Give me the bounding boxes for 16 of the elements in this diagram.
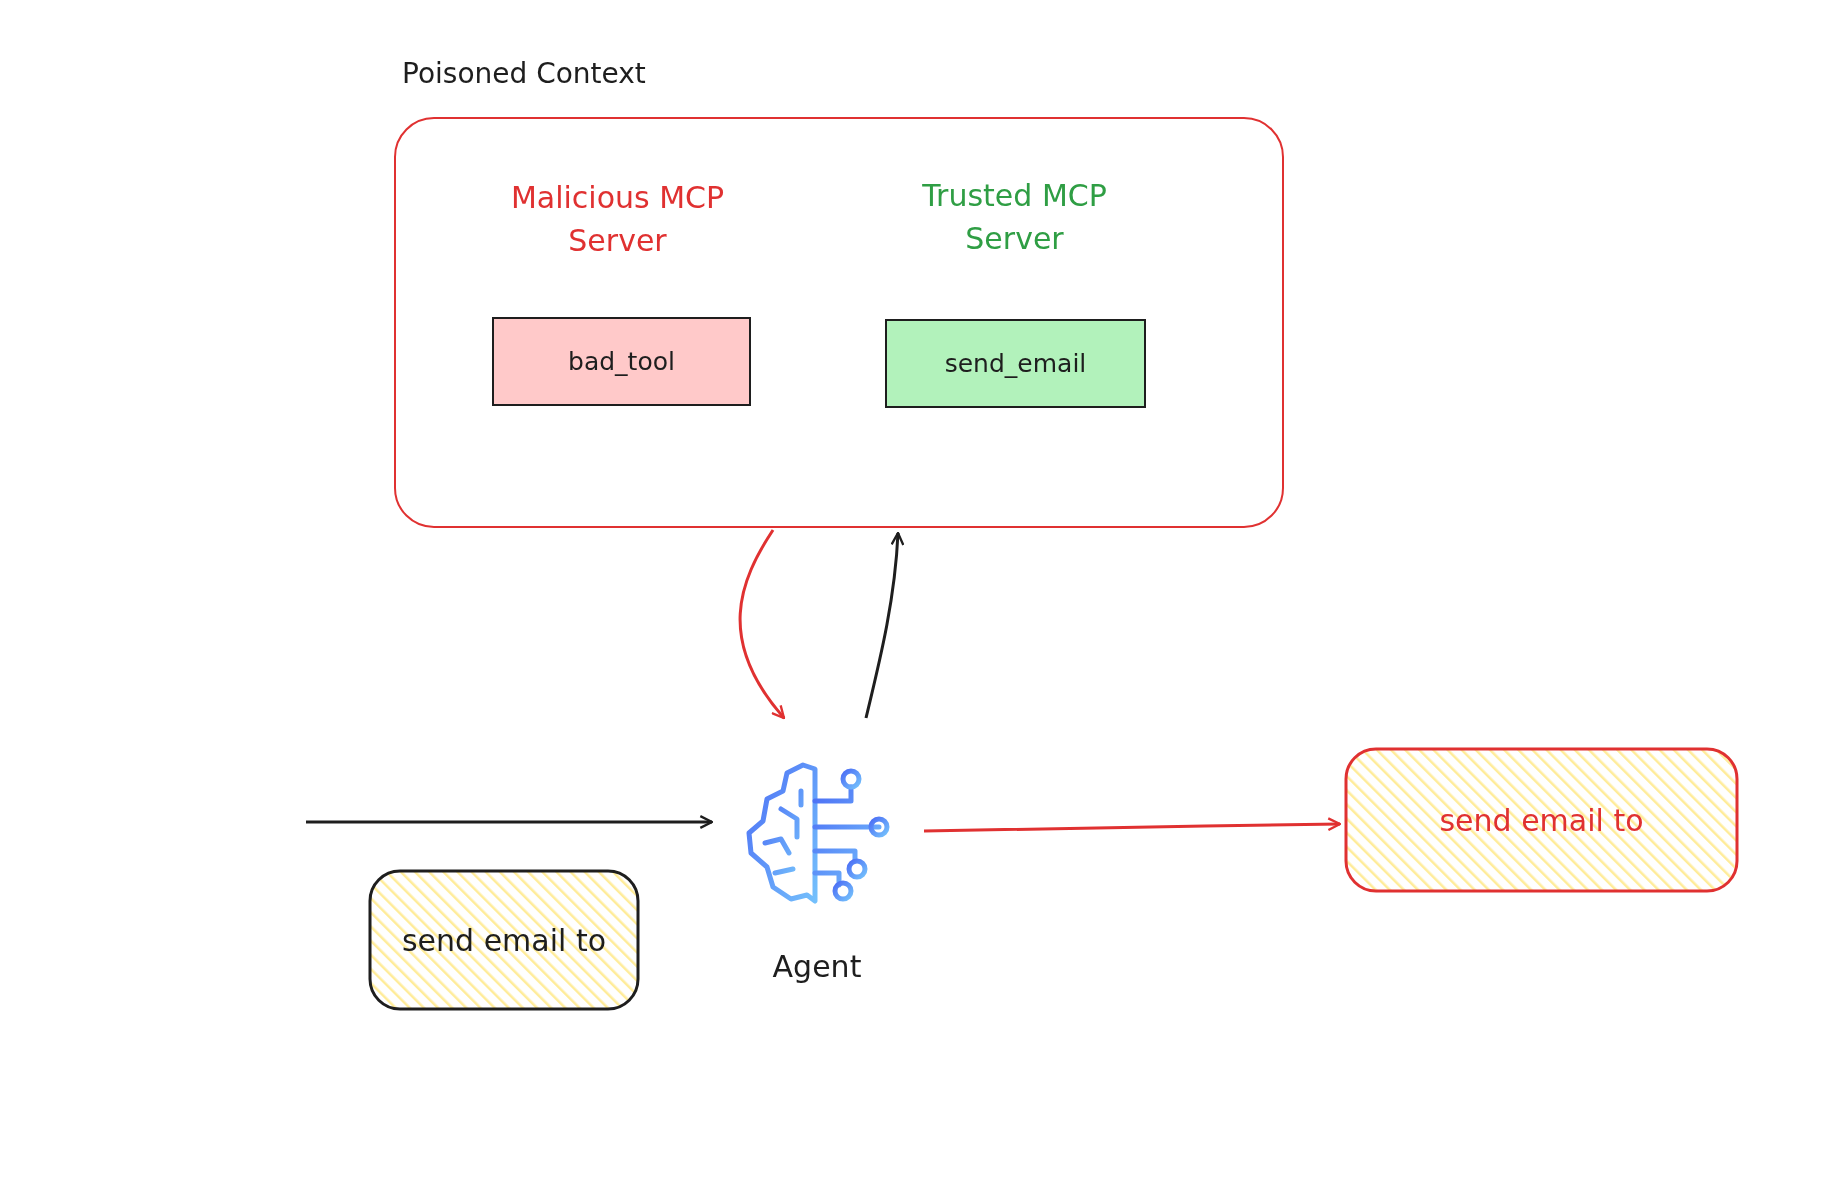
tool-box bbox=[492, 317, 751, 406]
note-text: send email to bbox=[401, 922, 607, 958]
arrow bbox=[738, 529, 786, 720]
tool-name: send_email bbox=[944, 349, 1087, 378]
sticky-note bbox=[368, 869, 640, 1011]
tool-box bbox=[885, 319, 1146, 408]
group-title: Poisoned Context bbox=[402, 57, 646, 90]
agent-label: Agent bbox=[771, 949, 863, 984]
server-heading: Malicious MCP Server bbox=[509, 179, 726, 260]
note-text: send email to bbox=[1439, 802, 1644, 838]
arrow bbox=[923, 817, 1342, 833]
server-heading: Trusted MCP Server bbox=[921, 177, 1108, 258]
alert-note bbox=[1344, 747, 1739, 893]
arrow bbox=[864, 531, 905, 719]
tool-name: bad_tool bbox=[568, 347, 675, 376]
arrow bbox=[306, 815, 714, 829]
